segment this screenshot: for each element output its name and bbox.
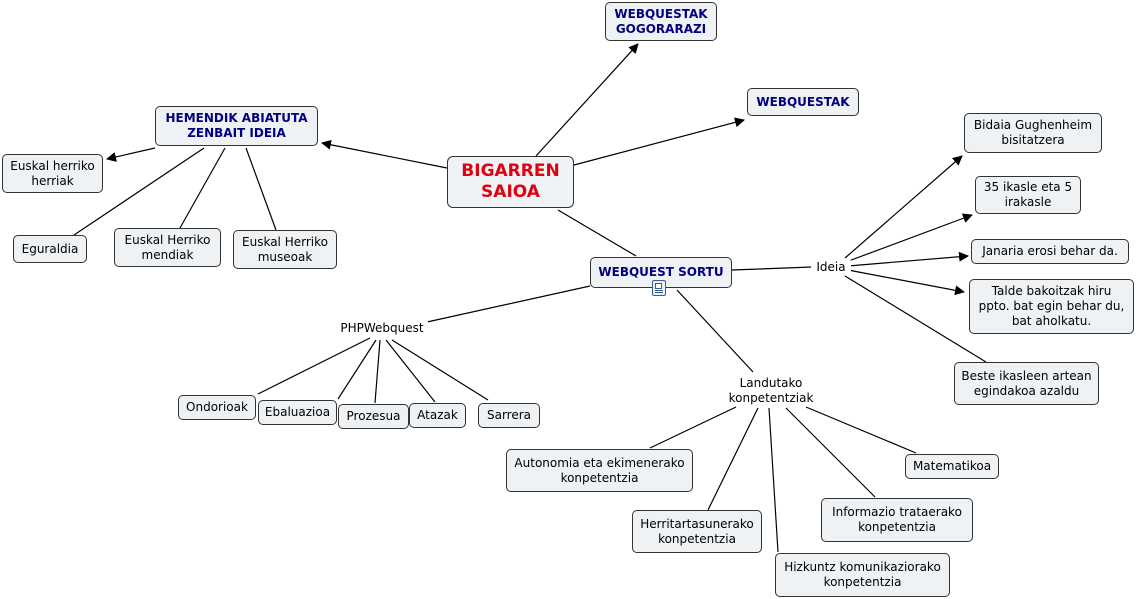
label-ideia[interactable]: Ideia bbox=[811, 260, 851, 275]
link-php-atazak bbox=[385, 339, 436, 403]
topic-hemendik-abiatuta[interactable]: HEMENDIK ABIATUTA ZENBAIT IDEIA bbox=[155, 106, 318, 146]
php-sarrera[interactable]: Sarrera bbox=[478, 403, 540, 428]
link-hemendik-museoak bbox=[245, 147, 277, 231]
ideia-item-1[interactable]: Bidaia Gughenheim bisitatzera bbox=[964, 113, 1102, 153]
link-hemendik-eguraldia bbox=[73, 147, 205, 236]
link-hemendik-mendiak bbox=[179, 147, 226, 229]
konpetentzia-autonomia[interactable]: Autonomia eta ekimenerako konpetentzia bbox=[506, 449, 693, 492]
ideia-item-4[interactable]: Talde bakoitzak hiru ppto. bat egin beha… bbox=[969, 279, 1134, 334]
php-ebaluazioa[interactable]: Ebaluazioa bbox=[258, 400, 337, 425]
label-phpwebquest[interactable]: PHPWebquest bbox=[336, 321, 428, 336]
link-sortu-ideia bbox=[731, 266, 813, 271]
subtopic-eguraldia[interactable]: Eguraldia bbox=[13, 235, 87, 263]
label-landutako-konpetentziak[interactable]: Landutako konpetentziak bbox=[722, 376, 820, 406]
konpetentzia-hizkuntz[interactable]: Hizkuntz komunikaziorako konpetentzia bbox=[775, 553, 950, 597]
link-landutako-autonomia bbox=[649, 406, 737, 449]
ideia-item-3[interactable]: Janaria erosi behar da. bbox=[971, 239, 1129, 264]
link-center-sortu bbox=[557, 209, 637, 257]
link-php-sarrera bbox=[391, 339, 489, 401]
link-ideia-1 bbox=[844, 155, 963, 259]
link-ideia-5 bbox=[844, 275, 987, 363]
topic-webquest-sortu[interactable]: WEBQUEST SORTU bbox=[590, 257, 732, 288]
subtopic-euskal-herriko-museoak[interactable]: Euskal Herriko museoak bbox=[233, 230, 337, 269]
php-prozesua[interactable]: Prozesua bbox=[338, 404, 409, 429]
link-hemendik-herriak bbox=[106, 147, 156, 162]
link-landutako-herritar bbox=[707, 407, 759, 511]
topic-webquestak[interactable]: WEBQUESTAK bbox=[747, 88, 859, 116]
subtopic-euskal-herriko-mendiak[interactable]: Euskal Herriko mendiak bbox=[114, 228, 221, 267]
link-php-ondorioak bbox=[257, 337, 371, 395]
link-php-prozesua bbox=[374, 339, 381, 404]
konpetentzia-matematikoa[interactable]: Matematikoa bbox=[905, 454, 999, 479]
link-ideia-3 bbox=[847, 251, 969, 267]
link-landutako-matematikoa bbox=[805, 406, 917, 454]
document-icon[interactable] bbox=[652, 280, 666, 296]
link-ideia-4 bbox=[847, 269, 965, 296]
subtopic-euskal-herriko-herriak[interactable]: Euskal herriko herriak bbox=[2, 154, 103, 193]
link-php-ebaluazioa bbox=[337, 339, 377, 400]
link-center-gogorarazi bbox=[535, 43, 639, 157]
link-landutako-hizkuntz bbox=[768, 407, 779, 553]
php-ondorioak[interactable]: Ondorioak bbox=[178, 395, 256, 420]
central-topic[interactable]: BIGARREN SAIOA bbox=[447, 156, 574, 208]
konpetentzia-informazio[interactable]: Informazio trataerako konpetentzia bbox=[821, 498, 973, 542]
link-landutako-informazio bbox=[785, 407, 876, 498]
konpetentzia-herritartasuna[interactable]: Herritartasunerako konpetentzia bbox=[632, 510, 762, 553]
link-sortu-landutako bbox=[676, 289, 754, 373]
link-center-webquestak bbox=[573, 117, 745, 166]
topic-webquestak-gogorarazi[interactable]: WEBQUESTAK GOGORARAZI bbox=[605, 2, 717, 41]
ideia-item-2[interactable]: 35 ikasle eta 5 irakasle bbox=[975, 176, 1081, 214]
link-ideia-2 bbox=[845, 213, 973, 263]
link-sortu-php bbox=[426, 285, 591, 323]
link-center-hemendik bbox=[321, 139, 448, 169]
php-atazak[interactable]: Atazak bbox=[409, 403, 466, 428]
ideia-item-5[interactable]: Beste ikasleen artean egindakoa azaldu bbox=[954, 362, 1099, 405]
